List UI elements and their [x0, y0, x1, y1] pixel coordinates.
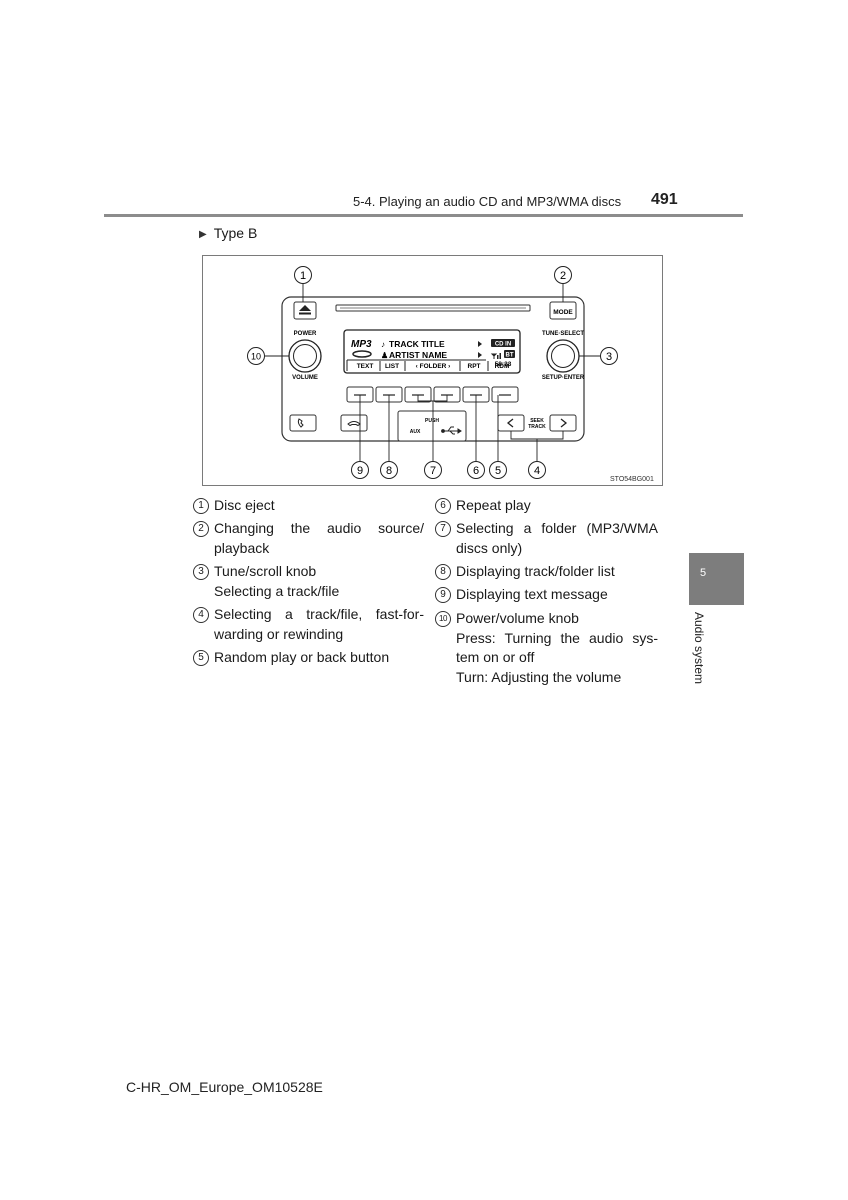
audio-unit-illustration: MODE MP3 ♪ TRACK TITLE ♟ ARTIST NAME CD … [247, 266, 618, 479]
legend-number: 2 [193, 521, 209, 537]
legend-text: Repeat play [456, 497, 531, 513]
mode-label: MODE [553, 309, 573, 316]
usb-icon [441, 426, 462, 435]
subheading: ▶ Type B [199, 225, 257, 241]
bt-label: BT [506, 353, 514, 359]
person-icon: ♟ [381, 351, 388, 360]
legend-text: Press: Turning the audio sys- [456, 629, 658, 646]
legend-text: Displaying text message [456, 586, 608, 602]
legend-text: Disc eject [214, 497, 275, 513]
display-time: 58:33 [495, 361, 512, 368]
legend-number: 5 [193, 650, 209, 666]
phone-pickup-icon [297, 418, 304, 428]
softkey-text-label: TEXT [357, 363, 374, 370]
figure-code: STO54BG001 [610, 476, 654, 483]
disc-icon [352, 350, 372, 358]
callout-8: 8 [386, 465, 392, 477]
volume-label: VOLUME [292, 375, 318, 381]
music-note-icon: ♪ [381, 340, 385, 349]
aux-usb-cover [397, 410, 467, 442]
legend-number: 4 [193, 607, 209, 623]
callout-5: 5 [495, 465, 501, 477]
legend-text: Changing the audio source/ [214, 520, 424, 536]
antenna-icon [490, 353, 498, 359]
seek-back-button [497, 414, 525, 432]
legend-number: 3 [193, 564, 209, 580]
chapter-number: 5 [700, 567, 707, 579]
legend-text: Selecting a track/file, fast-for- [214, 606, 424, 622]
softkey-list-label: LIST [385, 363, 399, 370]
phone-hangup-icon [347, 421, 361, 427]
display-format: MP3 [351, 339, 372, 350]
legend-text: Selecting a folder (MP3/WMA [456, 520, 658, 536]
title-scroll-arrow [478, 341, 482, 347]
legend-text: tem on or off [456, 649, 535, 665]
softkey-rpt-label: RPT [468, 363, 481, 370]
setup-enter-label: SETUP·ENTER [542, 375, 585, 381]
legend-number: 1 [193, 498, 209, 514]
leader-lines [265, 283, 601, 462]
callout-3: 3 [606, 351, 612, 363]
chapter-tab [689, 553, 744, 605]
callout-7: 7 [430, 465, 436, 477]
legend-text: discs only) [456, 539, 523, 556]
push-label: PUSH [425, 418, 439, 424]
legend-number: 10 [435, 611, 451, 627]
figure-frame [202, 255, 663, 486]
legend-text: Tune/scroll knob [214, 563, 317, 579]
cd-in-badge [491, 339, 515, 347]
callout-2: 2 [560, 270, 566, 282]
aux-label: AUX [410, 429, 421, 435]
callout-9: 9 [357, 465, 363, 477]
callout-4: 4 [534, 465, 540, 477]
chevron-right-icon [560, 418, 568, 428]
softkey-folder-label: ‹ FOLDER › [416, 363, 451, 370]
display-track-title: TRACK TITLE [389, 339, 445, 349]
legend-text: playback [214, 539, 270, 556]
callout-1: 1 [300, 270, 306, 282]
header-rule [104, 214, 743, 217]
bt-badge [504, 350, 515, 358]
phone-hangup-button [340, 414, 368, 432]
legend-text: Random play or back button [214, 649, 390, 665]
figure-callouts: 1 2 3 4 5 6 7 8 9 10 [247, 266, 618, 479]
triangle-bullet-icon: ▶ [199, 229, 207, 240]
legend-text: Selecting a track/file [214, 582, 340, 599]
legend-number: 9 [435, 587, 451, 603]
track-label: TRACK [528, 424, 546, 430]
seek-forward-button [549, 414, 577, 432]
chevron-left-icon [506, 418, 514, 428]
subheading-text: Type B [213, 225, 258, 241]
power-label: POWER [294, 331, 317, 337]
legend-number: 6 [435, 498, 451, 514]
seek-label: SEEK [530, 418, 544, 424]
display-screen [343, 329, 521, 374]
phone-pickup-button [289, 414, 317, 432]
legend-number: 8 [435, 564, 451, 580]
chapter-label: Audio system [692, 612, 706, 685]
legend-text: Displaying track/folder list [456, 563, 615, 579]
legend-text: Turn: Adjusting the volume [456, 668, 622, 685]
artist-scroll-arrow [478, 352, 482, 358]
tune-select-label: TUNE·SELECT [542, 331, 584, 337]
legend-number: 7 [435, 521, 451, 537]
legend-text: Power/volume knob [456, 610, 579, 626]
callout-6: 6 [473, 465, 479, 477]
footer-doc-code: C-HR_OM_Europe_OM10528E [126, 1079, 323, 1095]
callout-10: 10 [251, 352, 261, 362]
page-number: 491 [651, 191, 678, 208]
eject-icon [299, 305, 311, 311]
section-title: 5-4. Playing an audio CD and MP3/WMA dis… [353, 194, 622, 209]
display-artist-name: ARTIST NAME [389, 350, 447, 360]
cd-in-label: CD IN [495, 342, 511, 348]
legend-text: warding or rewinding [214, 625, 344, 642]
softkey-rdm-label: RDM [495, 363, 510, 370]
